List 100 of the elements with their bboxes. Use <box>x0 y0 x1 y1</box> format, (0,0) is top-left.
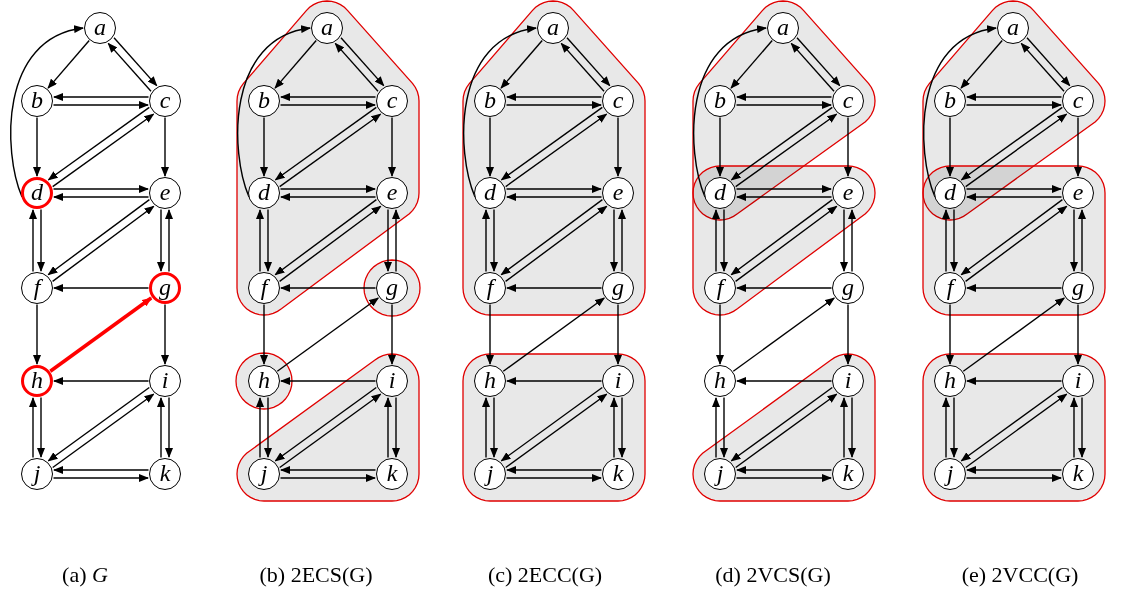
vertex-label: g <box>1062 272 1094 304</box>
arrow <box>848 396 856 458</box>
arrow <box>52 113 155 188</box>
vertex-label: d <box>474 177 506 209</box>
vertex-label: c <box>376 85 408 117</box>
subfigure-caption: (e) 2VCC(G) <box>961 562 1079 588</box>
arrow <box>505 113 608 188</box>
arrow <box>505 101 602 109</box>
arrow <box>37 396 45 458</box>
arrow <box>736 284 833 292</box>
arrow <box>965 185 1062 193</box>
arrow <box>264 396 272 458</box>
arrow <box>730 198 834 276</box>
arrow <box>730 39 773 89</box>
arrow <box>49 296 153 373</box>
vertex-label: k <box>832 458 864 490</box>
arrow <box>47 198 151 276</box>
arrow <box>52 474 149 482</box>
vertex-label: e <box>149 177 181 209</box>
arrow <box>276 297 379 372</box>
vertex-label: b <box>474 85 506 117</box>
arrow <box>280 284 377 292</box>
arrow <box>736 377 833 385</box>
arrow <box>960 106 1063 181</box>
vertex-label: h <box>21 365 53 397</box>
vertex-label: h <box>934 365 966 397</box>
arrow <box>720 208 728 272</box>
vertex-label: b <box>248 85 280 117</box>
arrow <box>482 397 490 459</box>
arrow <box>1074 303 1082 365</box>
arrow <box>256 209 264 273</box>
arrow <box>504 205 608 283</box>
arrow <box>500 198 604 276</box>
arrow <box>506 93 603 101</box>
subfigure-caption: (a) G <box>62 562 108 588</box>
arrow <box>844 303 852 365</box>
arrow <box>506 284 603 292</box>
arrow <box>614 303 622 365</box>
vertex-label: b <box>21 85 53 117</box>
arrow <box>53 93 150 101</box>
arrow <box>506 466 603 474</box>
arrow <box>490 208 498 272</box>
vertex-label: i <box>602 365 634 397</box>
arrow <box>1078 396 1086 458</box>
vertex-label: e <box>1062 177 1094 209</box>
arrow <box>716 303 724 365</box>
arrow <box>942 209 950 273</box>
vertex-label: a <box>84 12 116 44</box>
arrow <box>274 386 377 462</box>
arrow <box>165 396 173 458</box>
arrow <box>274 198 378 276</box>
arrow <box>334 42 379 92</box>
arrow <box>560 42 605 92</box>
vertex-label: e <box>832 177 864 209</box>
arrow <box>490 396 498 458</box>
arrow <box>1074 116 1082 177</box>
vertex-label: a <box>311 12 343 44</box>
arrow <box>280 377 377 385</box>
arrow <box>505 185 602 193</box>
arrow <box>735 113 838 188</box>
arrow <box>950 208 958 272</box>
arrow <box>279 474 376 482</box>
arrow <box>279 185 376 193</box>
arrow <box>960 198 1064 276</box>
vertex-label: j <box>474 458 506 490</box>
arrow <box>1070 208 1078 272</box>
vertex-label: f <box>934 272 966 304</box>
arrow <box>280 466 377 474</box>
arrow <box>730 386 833 462</box>
arrow <box>279 101 376 109</box>
vertex-label: f <box>248 272 280 304</box>
vertex-label: g <box>149 272 181 304</box>
arrow <box>486 303 494 365</box>
arrow <box>610 397 618 459</box>
arrow <box>736 466 833 474</box>
arrow <box>732 297 835 372</box>
vertex-label: h <box>474 365 506 397</box>
arrow <box>161 116 169 177</box>
vertex-label: a <box>997 12 1029 44</box>
vertex-label: f <box>474 272 506 304</box>
vertex-label: g <box>602 272 634 304</box>
arrow <box>53 284 150 292</box>
arrow <box>29 209 37 273</box>
vertex-label: f <box>21 272 53 304</box>
arrow <box>256 397 264 459</box>
vertex-label: j <box>704 458 736 490</box>
arrow <box>388 116 396 177</box>
arrow <box>1020 42 1065 92</box>
arrow <box>107 42 152 92</box>
arrow <box>280 93 377 101</box>
arrow <box>736 193 833 201</box>
arrow <box>53 377 150 385</box>
arrow <box>844 116 852 177</box>
arrow <box>260 116 268 177</box>
arrow <box>712 397 720 459</box>
arrow <box>618 209 626 273</box>
arrow <box>113 37 158 87</box>
arrow <box>840 397 848 459</box>
vertex-label: j <box>934 458 966 490</box>
arrow <box>960 386 1063 462</box>
